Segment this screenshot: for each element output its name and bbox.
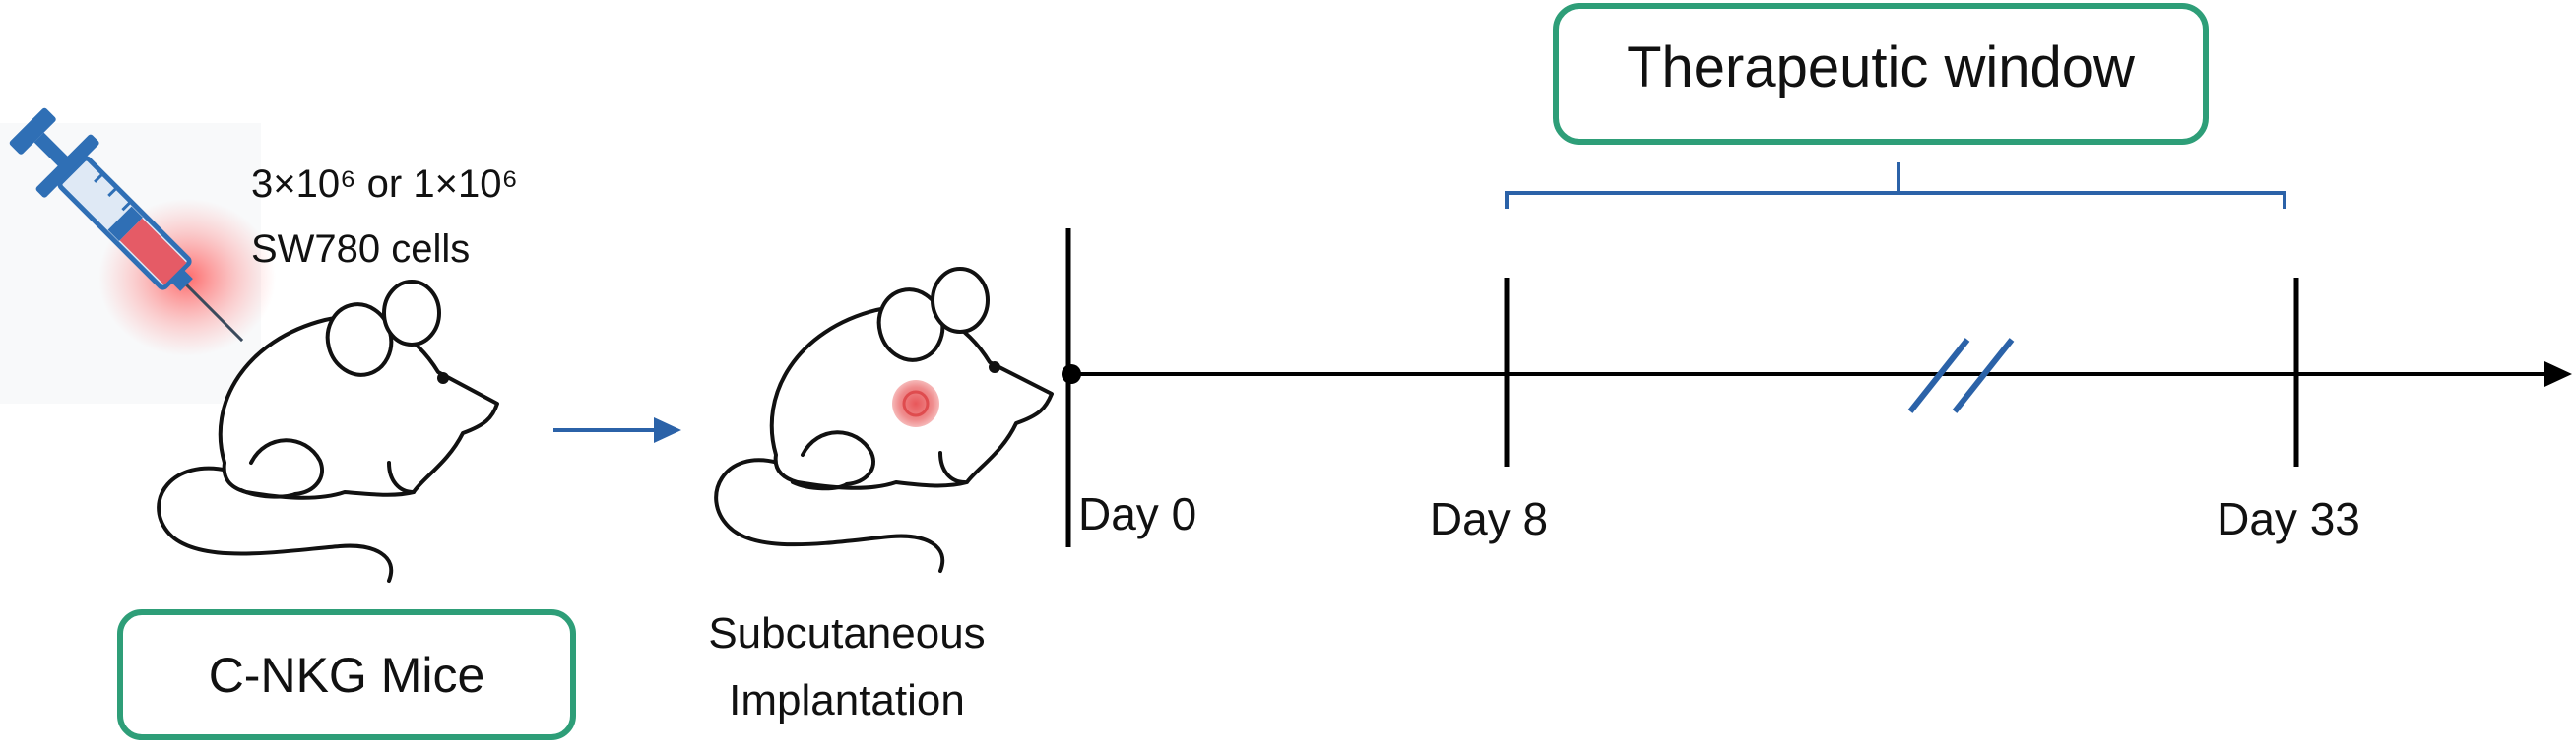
mouse-eye-icon xyxy=(989,361,1000,373)
mice-label-box: C-NKG Mice xyxy=(117,609,576,740)
timeline-axis xyxy=(1062,361,2572,387)
day-33-label: Day 33 xyxy=(2217,493,2360,544)
implantation-label-line-1: Subcutaneous xyxy=(708,609,985,658)
syringe-icon xyxy=(0,107,276,404)
implantation-label-line-2: Implantation xyxy=(729,676,965,724)
axis-break-icon xyxy=(1907,338,2015,413)
mice-label: C-NKG Mice xyxy=(209,648,485,703)
day-0-label: Day 0 xyxy=(1078,488,1196,539)
mouse-icon xyxy=(157,280,499,583)
therapeutic-window-box: Therapeutic window xyxy=(1553,3,2209,145)
therapeutic-window-bracket xyxy=(1505,162,2286,209)
timeline-arrowhead-icon xyxy=(2544,361,2572,387)
therapeutic-window-label: Therapeutic window xyxy=(1627,35,2136,99)
timeline-start-dot xyxy=(1062,364,1081,384)
dose-label: 3×10⁶ or 1×10⁶ xyxy=(251,162,518,206)
tumor-icon xyxy=(892,380,939,427)
arrow-right-icon xyxy=(553,417,681,443)
implanted-mouse-icon xyxy=(714,267,1054,573)
mouse-eye-icon xyxy=(437,372,449,384)
cell-line-label: SW780 cells xyxy=(251,227,470,271)
day-8-label: Day 8 xyxy=(1430,493,1548,544)
